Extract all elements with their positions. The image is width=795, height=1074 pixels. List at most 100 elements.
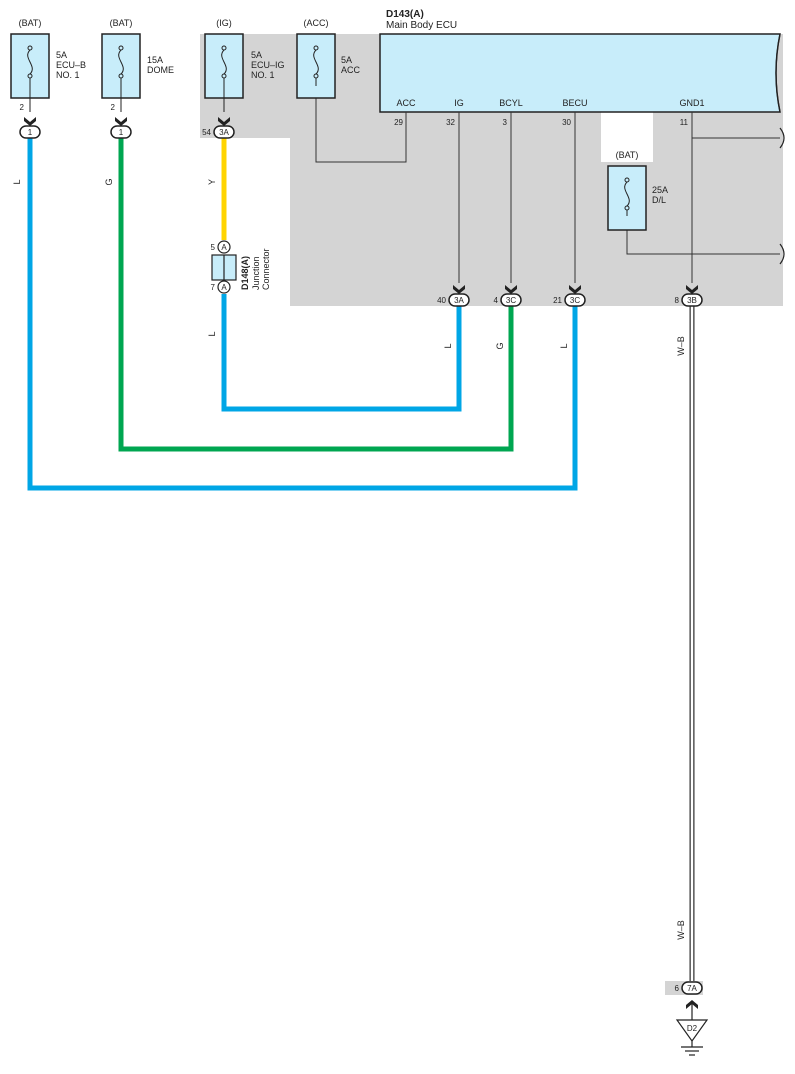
- fuse-source: (BAT): [19, 18, 42, 28]
- fuse-pin: 2: [111, 103, 116, 112]
- wire-color-label: L: [207, 331, 217, 336]
- junction-pin: 7: [211, 283, 216, 292]
- fuse-acc: (ACC) 5A ACC: [296, 18, 361, 99]
- connector-label: 3C: [570, 296, 580, 305]
- connector-label: 1: [119, 128, 124, 137]
- connector-arrows: [24, 117, 698, 1009]
- connector-dome: 1: [110, 125, 132, 139]
- fuse-name: NO. 1: [56, 70, 80, 80]
- ground-triangle-icon: [675, 1019, 709, 1043]
- main-body-ecu: D143(A) Main Body ECU ACC IG BCYL BECU G…: [379, 9, 781, 127]
- harness-wires: [27, 138, 578, 491]
- junction-pin-letter: A: [221, 243, 227, 252]
- ecu-terminal-pin: 11: [680, 118, 689, 127]
- wire-color-label: L: [12, 179, 22, 184]
- connector-pin: 4: [494, 296, 499, 305]
- junction-id: D148(A): [240, 256, 250, 290]
- ground-point-label: D2: [687, 1024, 698, 1033]
- fuse-pin: 2: [20, 103, 25, 112]
- connector-label: 3A: [454, 296, 464, 305]
- ground-symbol-icon: [681, 1041, 703, 1056]
- fuse-name: NO. 1: [251, 70, 275, 80]
- connector-arrow-icon: [24, 117, 36, 126]
- junction-pin: 5: [211, 243, 216, 252]
- wire-acc: [315, 86, 407, 163]
- break-mark: [779, 243, 785, 265]
- fuse-symbol-icon: [624, 177, 630, 216]
- ecu-terminal-label: BCYL: [499, 98, 523, 108]
- connector-label: 3A: [219, 128, 229, 137]
- break-mark: [775, 33, 781, 113]
- connector-pin: 6: [675, 984, 680, 993]
- ecu-terminal-pin: 3: [503, 118, 508, 127]
- fuse-rating: 5A: [341, 55, 352, 65]
- ecu-terminal-label: IG: [454, 98, 464, 108]
- connector-arrow-icon: [686, 1000, 698, 1009]
- fuse-rating: 5A: [56, 50, 67, 60]
- fuse-ecu-ig: (IG) 5A ECU–IG NO. 1: [204, 18, 285, 112]
- connector-ecu-bcyl-bottom: 4 3C: [494, 293, 522, 307]
- fuse-name: DOME: [147, 65, 174, 75]
- connector-arrow-icon: [505, 285, 517, 294]
- break-marks: [775, 33, 785, 265]
- junction-pin-letter: A: [221, 283, 227, 292]
- ground-point: D2: [675, 1004, 709, 1056]
- fuse-rating: 5A: [251, 50, 262, 60]
- connector-label: 7A: [687, 984, 697, 993]
- fuse-box: [296, 33, 336, 99]
- fuse-symbol-icon: [27, 45, 33, 112]
- connector-ecu-gnd-bottom: 8 3B: [675, 293, 703, 307]
- connectors: 1 1 54 3A 40 3A 4 3C 21 3C 8: [19, 125, 703, 995]
- fuse-source: (BAT): [616, 150, 639, 160]
- junction-connector: A 5 A 7 D148(A) Junction Connector: [211, 240, 271, 294]
- ecu-terminal-pin: 32: [446, 118, 455, 127]
- connector-ecu-ig-bottom: 40 3A: [437, 293, 470, 307]
- wire-ecu-b-to-becu: [27, 138, 578, 491]
- break-mark: [779, 127, 785, 149]
- fuse-ecu-b: (BAT) 5A ECU–B NO. 1 2: [10, 18, 86, 112]
- wire-color-label: G: [495, 342, 505, 349]
- connector-arrow-icon: [115, 117, 127, 126]
- connector-pin: 21: [553, 296, 562, 305]
- fuse-symbol-icon: [118, 45, 124, 112]
- ecu-terminal-label: BECU: [562, 98, 587, 108]
- wire-color-label: G: [104, 178, 114, 185]
- connector-ecu-b: 1: [19, 125, 41, 139]
- fuse-name: D/L: [652, 195, 666, 205]
- wire-color-label: W–B: [676, 920, 686, 940]
- junction-name: Junction: [251, 256, 261, 290]
- wire-color-label: L: [559, 343, 569, 348]
- ecu-terminal-pin: 29: [394, 118, 403, 127]
- fuse-box: [607, 165, 647, 231]
- fuse-name: ECU–B: [56, 60, 86, 70]
- wire-color-label: Y: [207, 179, 217, 185]
- connector-label: 3B: [687, 296, 697, 305]
- ecu-terminal-label: GND1: [679, 98, 704, 108]
- ecu-id: D143(A): [386, 9, 424, 20]
- fuse-symbol-icon: [221, 45, 227, 112]
- connector-ecu-becu-bottom: 21 3C: [553, 293, 586, 307]
- fuse-dl: (BAT) 25A D/L: [607, 150, 668, 231]
- connector-arrow-icon: [453, 285, 465, 294]
- fuse-name: ECU–IG: [251, 60, 285, 70]
- fuse-rating: 15A: [147, 55, 163, 65]
- connector-arrow-icon: [569, 285, 581, 294]
- wire-color-label: L: [443, 343, 453, 348]
- fuse-symbol-icon: [313, 45, 319, 86]
- ecu-name: Main Body ECU: [386, 20, 457, 31]
- ecu-terminal-label: ACC: [396, 98, 416, 108]
- connector-pin: 40: [437, 296, 446, 305]
- junction-name: Connector: [261, 248, 271, 290]
- wire-dome-to-bcyl: [118, 138, 514, 452]
- connector-ground: 6 7A: [675, 981, 703, 995]
- connector-label: 3C: [506, 296, 516, 305]
- connector-label: 1: [28, 128, 33, 137]
- connector-arrow-icon: [218, 117, 230, 126]
- wire-labels: L G Y L L G L W–B W–B: [12, 178, 686, 939]
- connector-ecu-ig: 54 3A: [202, 125, 235, 139]
- dl-white-cutout: [601, 112, 653, 162]
- fuse-source: (ACC): [304, 18, 329, 28]
- wire-color-label: W–B: [676, 336, 686, 356]
- fuse-source: (IG): [216, 18, 232, 28]
